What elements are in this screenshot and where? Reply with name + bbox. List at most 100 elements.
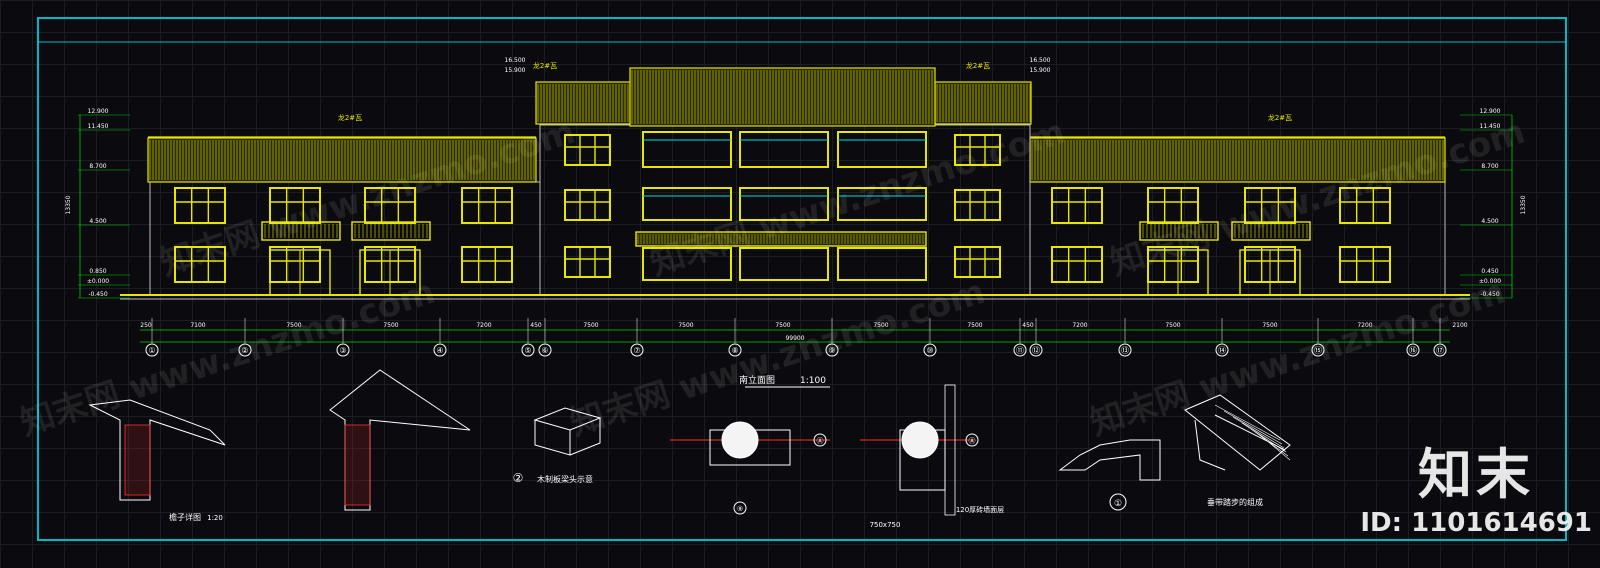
- beam-head-number: ②: [513, 471, 524, 485]
- tower-level: 16.500: [505, 57, 526, 64]
- axis-bubble: [825, 343, 839, 357]
- column-base-label: 120厚砖墙面层: [956, 505, 1004, 514]
- ridge-note: 龙2#瓦: [533, 61, 557, 70]
- center-window: [739, 187, 829, 221]
- bay-dimension: 7500: [678, 322, 693, 329]
- bay-dimension: 7500: [1262, 322, 1277, 329]
- level-left: 12.900: [88, 108, 109, 115]
- ridge-line: [1241, 422, 1287, 453]
- ridge-line: [1223, 410, 1283, 445]
- axis-bubble: [1118, 343, 1132, 357]
- ridge-sketch: [1184, 394, 1291, 471]
- axis-number: ⑭: [1218, 346, 1226, 355]
- window: [564, 189, 611, 221]
- window: [1339, 246, 1391, 283]
- axis-bubble: [336, 343, 350, 357]
- axis-number: ①: [148, 346, 155, 355]
- balcony: [351, 221, 431, 241]
- center-window: [642, 247, 732, 281]
- window: [954, 134, 1001, 166]
- window: [461, 187, 513, 224]
- bay-dimension: 7500: [775, 322, 790, 329]
- bay-dimension: 7500: [583, 322, 598, 329]
- level-right: ±0.000: [1479, 278, 1501, 285]
- level-right: 11.450: [1480, 123, 1501, 130]
- axis-number: ⑤: [524, 346, 531, 355]
- axis-number: ⑦: [633, 346, 640, 355]
- axis-bubble: [1311, 343, 1325, 357]
- bay-dimension: 7200: [1072, 322, 1087, 329]
- stair-section: [1058, 439, 1161, 481]
- axis-bubble: [923, 343, 937, 357]
- window: [1339, 187, 1391, 224]
- window: [954, 246, 1001, 278]
- axis-bubble: [1433, 343, 1447, 357]
- ridge-line: [1259, 434, 1291, 461]
- axis-bubble: [1029, 343, 1043, 357]
- eave-detail: [88, 399, 226, 501]
- center-window: [739, 247, 829, 281]
- watermark-id: ID: 1101614691: [1360, 508, 1592, 538]
- bay-dimension: 250: [140, 322, 152, 329]
- bay-dimension: 450: [1022, 322, 1034, 329]
- axis-number: ⑩: [926, 346, 933, 355]
- window: [461, 246, 513, 283]
- center-window: [837, 247, 927, 281]
- bay-dimension: 7500: [383, 322, 398, 329]
- axis-number: ⑧: [731, 346, 738, 355]
- axis-bubble: [1013, 343, 1027, 357]
- level-left: 11.450: [88, 123, 109, 130]
- tower-level: 15.900: [505, 67, 526, 74]
- ridge-line: [1214, 404, 1281, 441]
- elevation-scale: 1:100: [800, 376, 826, 386]
- axis-a-bubble: [813, 433, 827, 447]
- balcony: [261, 221, 341, 241]
- drawing-frame: [37, 17, 1567, 541]
- level-left: -0.450: [88, 291, 108, 298]
- bay-dimension: 7200: [1357, 322, 1372, 329]
- level-right: 12.900: [1480, 108, 1501, 115]
- level-right: -0.450: [1480, 291, 1500, 298]
- window: [564, 246, 611, 278]
- level-right: 0.450: [1481, 268, 1498, 275]
- column-section-label: 750x750: [870, 521, 901, 529]
- ridge-note: 龙2#瓦: [1268, 113, 1292, 122]
- axis-number: ⑨: [828, 346, 835, 355]
- column-circle-2: [901, 421, 939, 459]
- window: [269, 187, 321, 224]
- center-window: [642, 187, 732, 221]
- axis-bubble: [630, 343, 644, 357]
- axis-number: ⑪: [1016, 346, 1024, 355]
- eave-title: 檐子详图: [169, 512, 201, 522]
- axis-bubble: [538, 343, 552, 357]
- axis-number: ②: [241, 346, 248, 355]
- bay-dimension: 7100: [190, 322, 205, 329]
- center-window: [642, 131, 732, 168]
- window: [564, 134, 611, 166]
- balcony: [1231, 221, 1311, 241]
- bay-dimension: 7500: [967, 322, 982, 329]
- beam-head-title: 木制板梁头示意: [537, 474, 593, 484]
- bay-dimension: 7500: [1165, 322, 1180, 329]
- axis-a-label-2: Ⓐ: [969, 437, 976, 445]
- bay-dimension: 7200: [476, 322, 491, 329]
- bay-dimension: 7500: [286, 322, 301, 329]
- wall-strip: [944, 384, 956, 516]
- window: [174, 246, 226, 283]
- axis-a-label: Ⓐ: [817, 437, 824, 445]
- axis-number: ⑯: [1409, 346, 1417, 355]
- section-hatch: [344, 424, 371, 506]
- elevation-title: 南立面图: [739, 374, 775, 386]
- axis-bubble: [238, 343, 252, 357]
- stair-bubble: [1109, 493, 1127, 511]
- ridge-line: [1232, 416, 1285, 449]
- tower-level: 15.900: [1030, 67, 1051, 74]
- center-window: [837, 131, 927, 168]
- window: [364, 187, 416, 224]
- tower-level: 16.500: [1030, 57, 1051, 64]
- bay-dimension: 450: [530, 322, 542, 329]
- stair-number: ①: [1114, 499, 1122, 509]
- bay-dimension: 2100: [1452, 322, 1467, 329]
